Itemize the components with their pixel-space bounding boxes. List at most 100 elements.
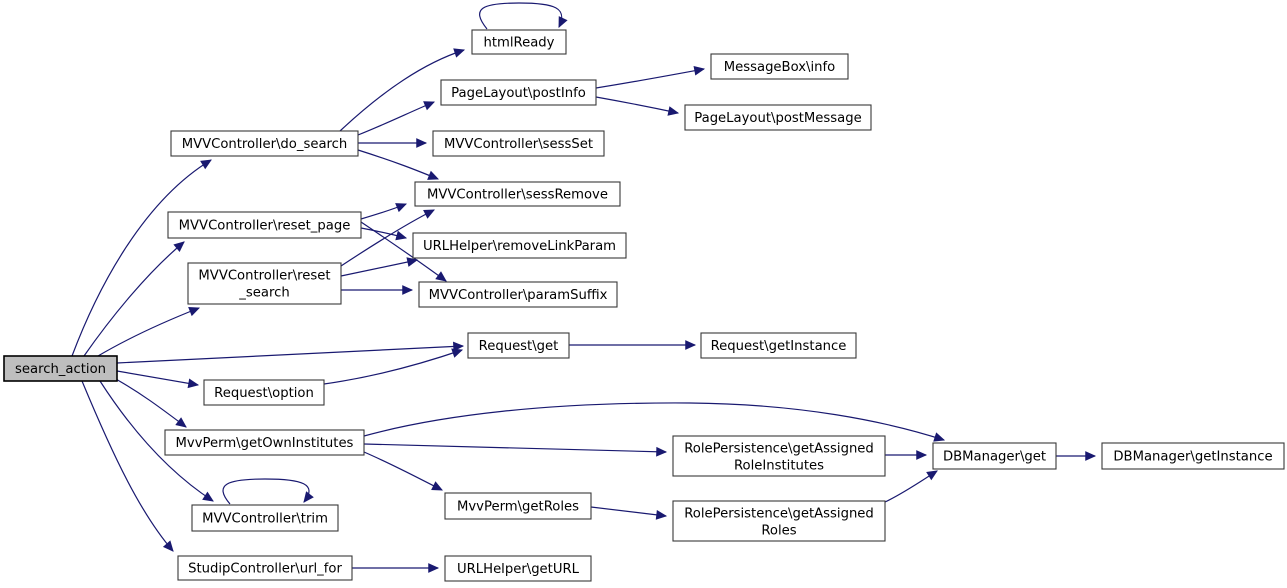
node-post_info[interactable]: PageLayout\postInfo bbox=[440, 79, 597, 106]
node-get_assigned_role_institutes[interactable]: RolePersistence\getAssignedRoleInstitute… bbox=[672, 435, 886, 477]
node-box-reset_search[interactable] bbox=[187, 262, 342, 305]
node-label-url_for[interactable]: StudipController\url_for bbox=[188, 562, 342, 577]
node-box-do_search[interactable] bbox=[170, 130, 359, 157]
node-do_search[interactable]: MVVController\do_search bbox=[170, 130, 359, 157]
node-db_manager_get_instance[interactable]: DBManager\getInstance bbox=[1101, 442, 1285, 470]
node-box-get_roles[interactable] bbox=[444, 492, 592, 520]
edge-get_assigned_roles-to-db_manager_get bbox=[884, 470, 938, 503]
edge-reset_page-to-param_suffix bbox=[360, 221, 447, 282]
node-label-trim[interactable]: MVVController\trim bbox=[202, 512, 328, 527]
node-sess_remove[interactable]: MVVController\sessRemove bbox=[414, 181, 621, 207]
node-label-reset_search-line1[interactable]: MVVController\reset bbox=[198, 269, 330, 284]
node-label-post_info[interactable]: PageLayout\postInfo bbox=[451, 86, 586, 101]
node-label-get_roles[interactable]: MvvPerm\getRoles bbox=[457, 500, 579, 515]
node-label-get_assigned_roles-line2[interactable]: Roles bbox=[761, 524, 796, 539]
node-box-message_box_info[interactable] bbox=[710, 53, 849, 80]
node-label-html_ready[interactable]: htmlReady bbox=[484, 36, 555, 51]
edge-search_action-to-reset_search bbox=[97, 307, 201, 357]
edge-post_info-to-post_message bbox=[595, 96, 680, 116]
edge-search_action-to-request_get bbox=[116, 341, 465, 364]
edge-get_own_institutes-to-get_roles bbox=[363, 451, 443, 491]
node-label-db_manager_get[interactable]: DBManager\get bbox=[943, 450, 1046, 465]
node-html_ready[interactable]: htmlReady bbox=[471, 29, 567, 55]
node-label-param_suffix[interactable]: MVVController\paramSuffix bbox=[429, 288, 608, 303]
node-box-url_for[interactable] bbox=[177, 555, 353, 581]
node-label-get_assigned_roles-line1[interactable]: RolePersistence\getAssigned bbox=[684, 507, 874, 522]
node-box-reset_page[interactable] bbox=[167, 211, 362, 239]
node-trim[interactable]: MVVController\trim bbox=[191, 504, 339, 532]
edge-search_action-to-url_for bbox=[81, 380, 174, 552]
edge-reset_search-to-sess_remove bbox=[340, 209, 435, 267]
edge-get_roles-to-get_assigned_roles bbox=[590, 506, 668, 520]
node-label-get_own_institutes[interactable]: MvvPerm\getOwnInstitutes bbox=[176, 436, 354, 451]
node-box-request_get[interactable] bbox=[467, 332, 570, 359]
node-label-get_url[interactable]: URLHelper\getURL bbox=[457, 562, 580, 577]
node-box-post_message[interactable] bbox=[684, 104, 872, 131]
node-label-db_manager_get_instance[interactable]: DBManager\getInstance bbox=[1113, 450, 1272, 465]
node-label-get_assigned_role_institutes-line1[interactable]: RolePersistence\getAssigned bbox=[684, 442, 874, 457]
node-url_for[interactable]: StudipController\url_for bbox=[177, 555, 353, 581]
node-box-html_ready[interactable] bbox=[471, 29, 567, 55]
edge-request_option-to-request_get bbox=[323, 348, 464, 385]
edge-search_action-to-request_option bbox=[116, 370, 200, 389]
node-label-request_get_instance[interactable]: Request\getInstance bbox=[711, 339, 847, 354]
node-get_url[interactable]: URLHelper\getURL bbox=[444, 555, 592, 582]
node-box-request_get_instance[interactable] bbox=[700, 332, 857, 359]
node-reset_search[interactable]: MVVController\reset _search bbox=[187, 262, 342, 305]
edge-trim-to-trim bbox=[222, 478, 314, 505]
node-request_option[interactable]: Request\option bbox=[203, 379, 325, 406]
nodes-layer: search_actionMVVController\do_searchMVVC… bbox=[3, 29, 1285, 582]
node-search_action[interactable]: search_action bbox=[3, 355, 118, 382]
node-param_suffix[interactable]: MVVController\paramSuffix bbox=[418, 281, 618, 308]
node-box-post_info[interactable] bbox=[440, 79, 597, 106]
edge-reset_page-to-sess_remove bbox=[360, 203, 408, 220]
node-box-db_manager_get[interactable] bbox=[932, 442, 1057, 470]
edge-reset_page-to-remove_link_param bbox=[360, 227, 408, 241]
node-label-sess_set[interactable]: MVVController\sessSet bbox=[444, 137, 593, 152]
node-label-do_search[interactable]: MVVController\do_search bbox=[182, 137, 348, 152]
node-box-trim[interactable] bbox=[191, 504, 339, 532]
node-request_get_instance[interactable]: Request\getInstance bbox=[700, 332, 857, 359]
edge-search_action-to-do_search bbox=[71, 159, 212, 357]
edge-do_search-to-post_info bbox=[357, 101, 435, 136]
edge-reset_search-to-remove_link_param bbox=[340, 257, 419, 277]
node-box-get_assigned_roles[interactable] bbox=[672, 500, 886, 542]
node-box-db_manager_get_instance[interactable] bbox=[1101, 442, 1285, 470]
node-post_message[interactable]: PageLayout\postMessage bbox=[684, 104, 872, 131]
node-box-get_url[interactable] bbox=[444, 555, 592, 582]
node-box-get_own_institutes[interactable] bbox=[164, 429, 365, 456]
node-label-remove_link_param[interactable]: URLHelper\removeLinkParam bbox=[423, 239, 616, 254]
edge-do_search-to-sess_remove bbox=[357, 149, 440, 180]
edge-get_own_institutes-to-get_assigned_role_institutes bbox=[363, 443, 668, 457]
node-box-param_suffix[interactable] bbox=[418, 281, 618, 308]
node-box-remove_link_param[interactable] bbox=[412, 232, 627, 259]
edges-layer bbox=[71, 2, 1097, 573]
node-label-sess_remove[interactable]: MVVController\sessRemove bbox=[427, 188, 608, 203]
node-get_roles[interactable]: MvvPerm\getRoles bbox=[444, 492, 592, 520]
node-label-message_box_info[interactable]: MessageBox\info bbox=[724, 60, 836, 75]
node-remove_link_param[interactable]: URLHelper\removeLinkParam bbox=[412, 232, 627, 259]
edge-search_action-to-trim bbox=[99, 380, 214, 502]
node-label-get_assigned_role_institutes-line2[interactable]: RoleInstitutes bbox=[734, 459, 824, 474]
node-box-get_assigned_role_institutes[interactable] bbox=[672, 435, 886, 477]
node-db_manager_get[interactable]: DBManager\get bbox=[932, 442, 1057, 470]
node-request_get[interactable]: Request\get bbox=[467, 332, 570, 359]
edge-get_own_institutes-to-db_manager_get bbox=[363, 402, 946, 442]
node-sess_set[interactable]: MVVController\sessSet bbox=[432, 130, 605, 157]
node-label-request_option[interactable]: Request\option bbox=[214, 386, 314, 401]
node-label-search_action[interactable]: search_action bbox=[15, 362, 106, 377]
node-box-request_option[interactable] bbox=[203, 379, 325, 406]
node-message_box_info[interactable]: MessageBox\info bbox=[710, 53, 849, 80]
node-box-sess_set[interactable] bbox=[432, 130, 605, 157]
node-label-post_message[interactable]: PageLayout\postMessage bbox=[694, 111, 861, 126]
node-label-request_get[interactable]: Request\get bbox=[479, 339, 559, 354]
node-label-reset_page[interactable]: MVVController\reset_page bbox=[179, 219, 351, 234]
node-get_own_institutes[interactable]: MvvPerm\getOwnInstitutes bbox=[164, 429, 365, 456]
node-reset_page[interactable]: MVVController\reset_page bbox=[167, 211, 362, 239]
node-box-search_action[interactable] bbox=[3, 355, 118, 382]
node-box-sess_remove[interactable] bbox=[414, 181, 621, 207]
node-label-reset_search-line2[interactable]: _search bbox=[238, 286, 289, 301]
